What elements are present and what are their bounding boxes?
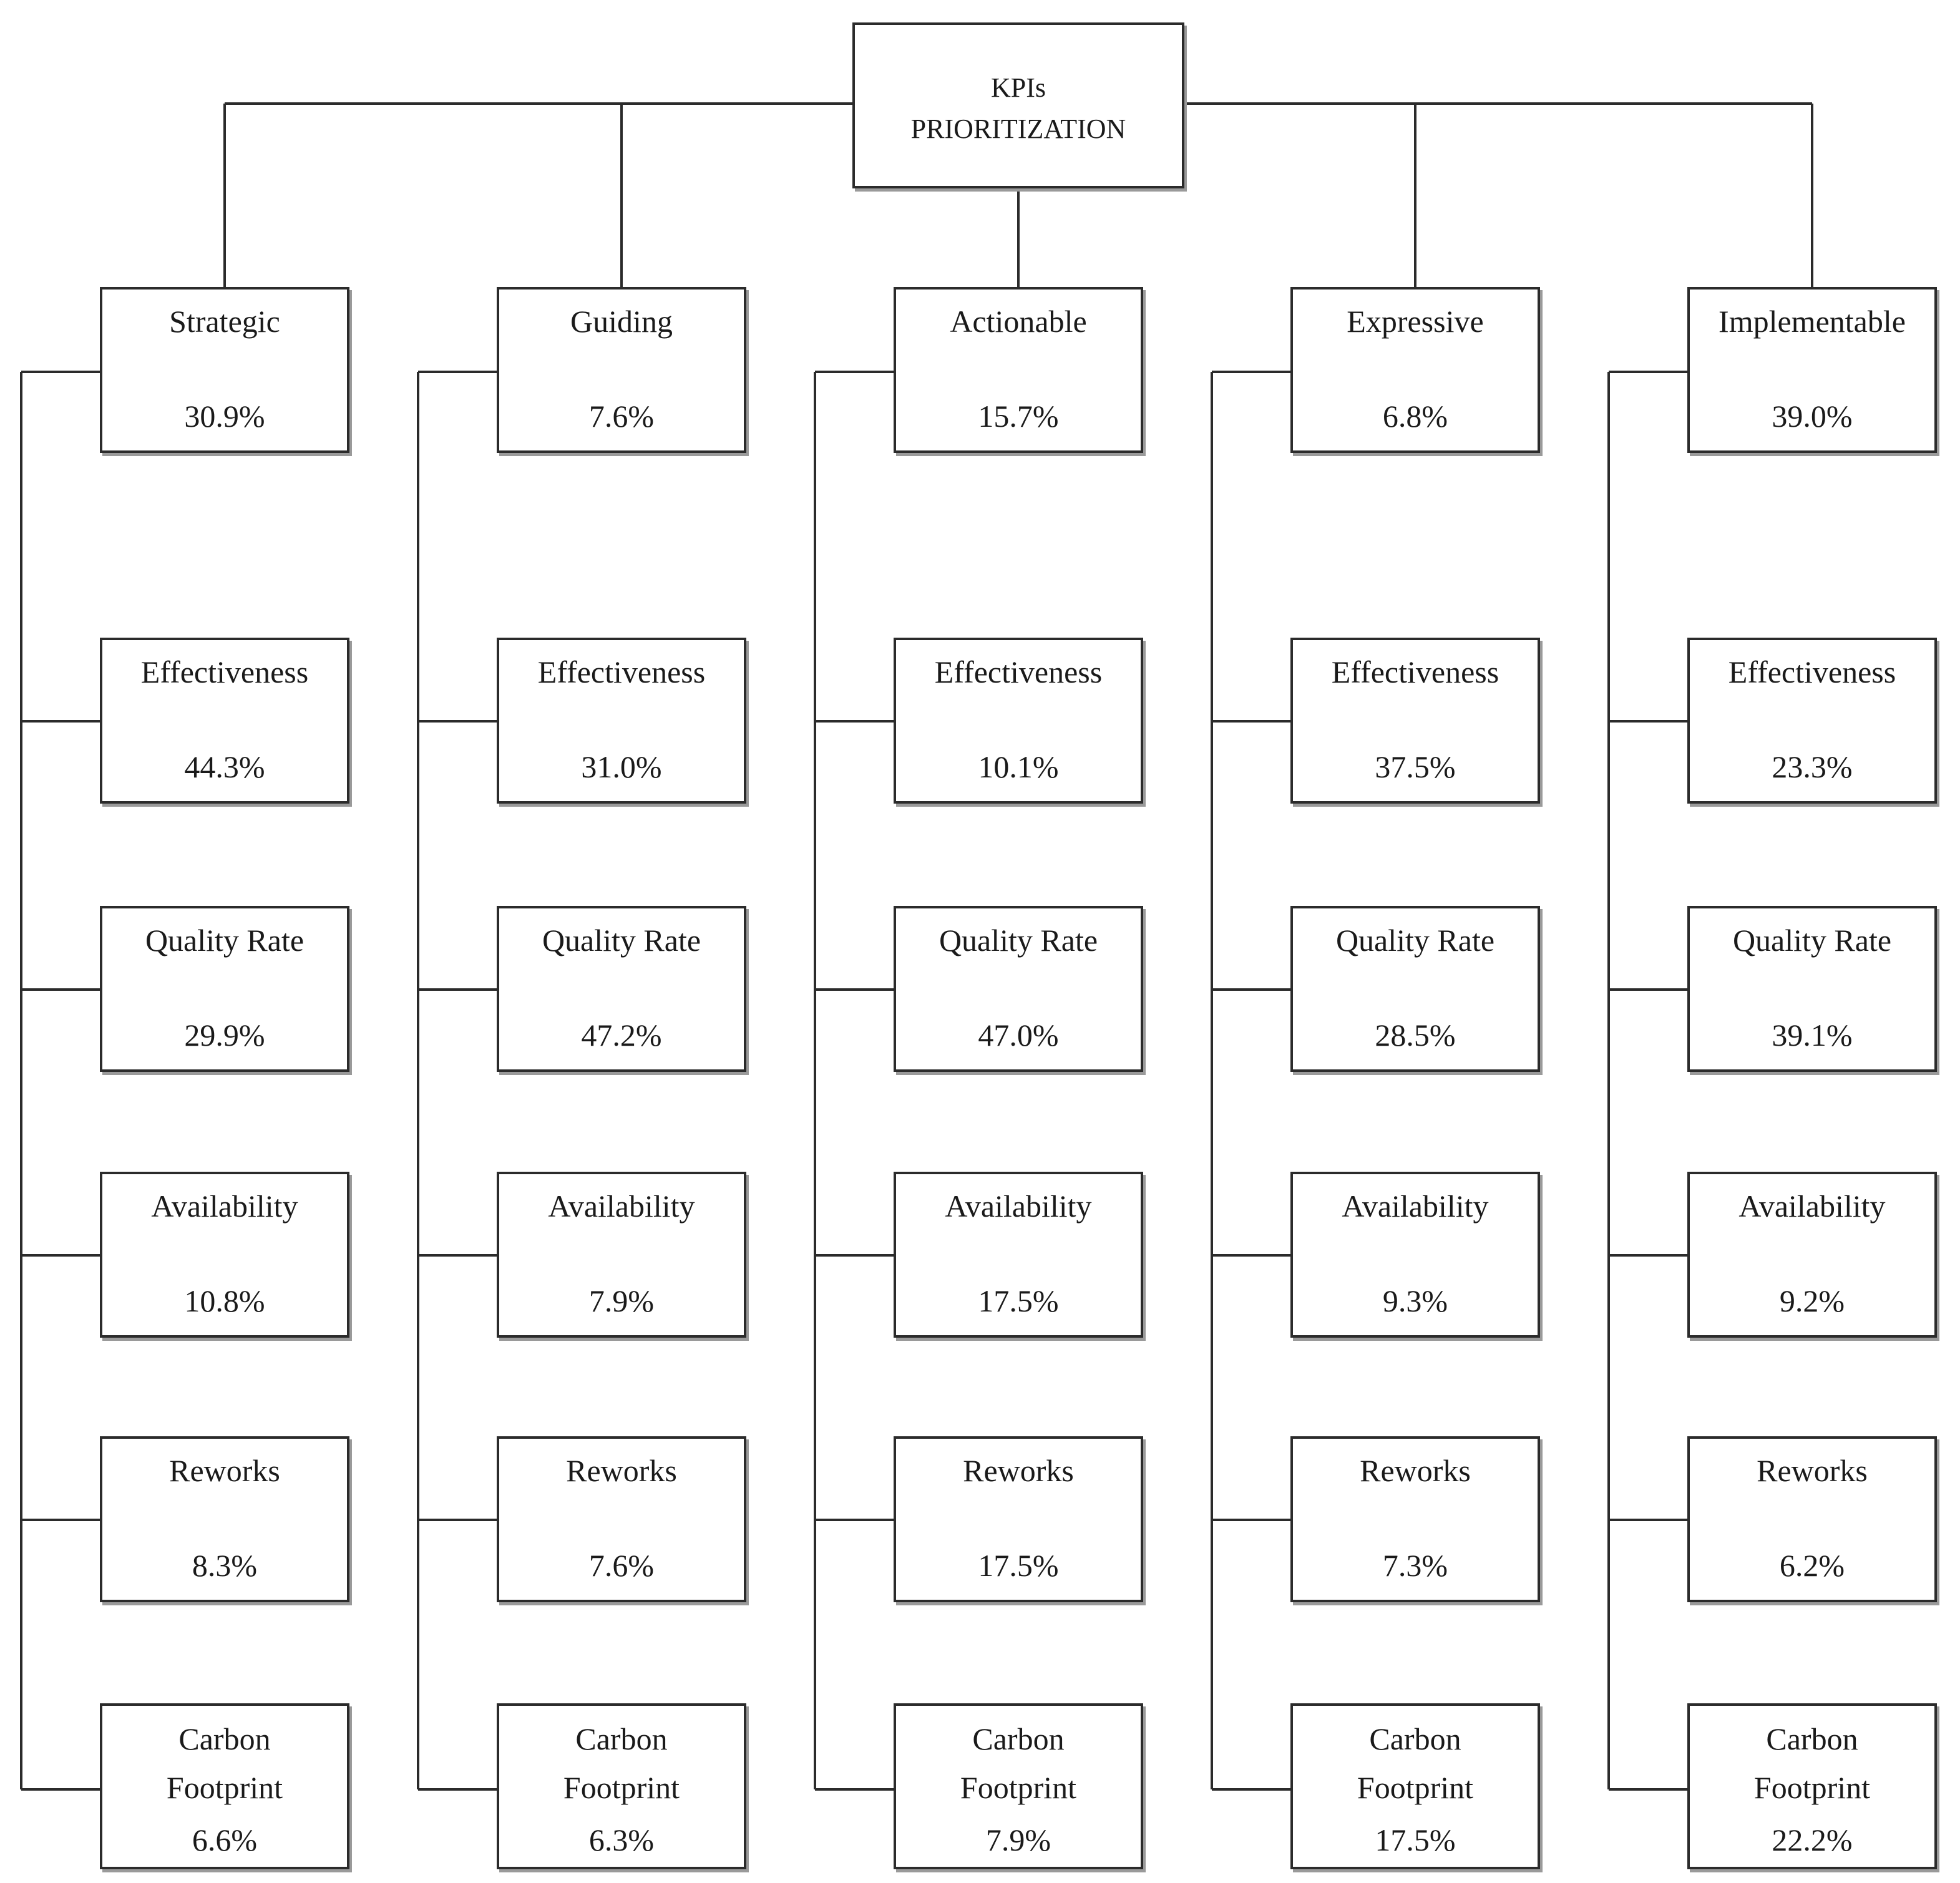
criterion-4-kpi-0-label: Effectiveness — [1728, 654, 1896, 689]
criterion-3-kpi-0-label: Effectiveness — [1331, 654, 1499, 689]
criterion-2-kpi-0-value: 10.1% — [978, 749, 1059, 784]
criterion-4-kpi-3-label: Reworks — [1757, 1453, 1868, 1488]
criterion-3-label: Expressive — [1347, 304, 1484, 339]
criterion-0-kpi-4: Carbon Footprint 6.6% — [100, 1703, 349, 1869]
criterion-0-kpi-4-label: Carbon Footprint — [166, 1721, 283, 1805]
criterion-0-value: 30.9% — [184, 399, 265, 434]
criterion-0-label: Strategic — [169, 304, 280, 339]
criterion-2-kpi-4-value: 7.9% — [985, 1822, 1051, 1857]
criterion-1-kpi-1-label: Quality Rate — [542, 923, 701, 958]
criterion-0-kpi-3: Reworks 8.3% — [100, 1436, 349, 1602]
criterion-1-kpi-2-label: Availability — [548, 1189, 695, 1224]
criterion-4-kpi-2-value: 9.2% — [1779, 1283, 1845, 1318]
criterion-3-kpi-1-value: 28.5% — [1375, 1018, 1456, 1053]
criterion-0-kpi-0-label: Effectiveness — [140, 654, 309, 689]
criterion-3-kpi-2-label: Availability — [1342, 1189, 1489, 1224]
criterion-2-kpi-3: Reworks 17.5% — [894, 1436, 1143, 1602]
criterion-3-kpi-0: Effectiveness 37.5% — [1290, 638, 1540, 804]
criterion-2-kpi-2: Availability 17.5% — [894, 1172, 1143, 1338]
criterion-0-kpi-3-value: 8.3% — [192, 1548, 258, 1583]
criterion-2-kpi-3-label: Reworks — [963, 1453, 1074, 1488]
criterion-3-kpi-3: Reworks 7.3% — [1290, 1436, 1540, 1602]
criterion-1-kpi-0-value: 31.0% — [581, 749, 662, 784]
criterion-3-kpi-3-label: Reworks — [1360, 1453, 1471, 1488]
criterion-0-kpi-3-label: Reworks — [169, 1453, 280, 1488]
criterion-1-kpi-1-value: 47.2% — [581, 1018, 662, 1053]
criterion-2: Actionable 15.7% — [894, 287, 1143, 453]
criterion-4-kpi-1-value: 39.1% — [1772, 1018, 1853, 1053]
criterion-2-kpi-1: Quality Rate 47.0% — [894, 906, 1143, 1072]
criterion-3: Expressive 6.8% — [1290, 287, 1540, 453]
criterion-1: Guiding 7.6% — [497, 287, 746, 453]
criterion-1-label: Guiding — [570, 304, 673, 339]
criterion-1-kpi-0: Effectiveness 31.0% — [497, 638, 746, 804]
criterion-0-kpi-1: Quality Rate 29.9% — [100, 906, 349, 1072]
criterion-3-kpi-1: Quality Rate 28.5% — [1290, 906, 1540, 1072]
criterion-0-kpi-1-value: 29.9% — [184, 1018, 265, 1053]
criterion-2-kpi-0-label: Effectiveness — [934, 654, 1103, 689]
criterion-4-kpi-1: Quality Rate 39.1% — [1687, 906, 1937, 1072]
criterion-1-kpi-2-value: 7.9% — [588, 1283, 655, 1318]
criterion-1-kpi-4: Carbon Footprint 6.3% — [497, 1703, 746, 1869]
criterion-3-kpi-1-label: Quality Rate — [1335, 923, 1495, 958]
criterion-3-kpi-0-value: 37.5% — [1375, 749, 1456, 784]
criterion-1-kpi-4-value: 6.3% — [588, 1822, 655, 1857]
criterion-0-kpi-0-value: 44.3% — [184, 749, 265, 784]
criterion-3-kpi-4-value: 17.5% — [1375, 1822, 1456, 1857]
criterion-1-kpi-3-label: Reworks — [566, 1453, 677, 1488]
criterion-4-kpi-4-value: 22.2% — [1772, 1822, 1853, 1857]
criterion-2-kpi-1-value: 47.0% — [978, 1018, 1059, 1053]
criterion-4: Implementable 39.0% — [1687, 287, 1937, 453]
criterion-1-kpi-0-label: Effectiveness — [537, 654, 706, 689]
criterion-2-kpi-1-label: Quality Rate — [939, 923, 1098, 958]
criterion-4-kpi-3: Reworks 6.2% — [1687, 1436, 1937, 1602]
criterion-3-kpi-4: Carbon Footprint 17.5% — [1290, 1703, 1540, 1869]
criterion-1-kpi-4-label: Carbon Footprint — [563, 1721, 680, 1805]
criterion-4-kpi-0: Effectiveness 23.3% — [1687, 638, 1937, 804]
criterion-0-kpi-0: Effectiveness 44.3% — [100, 638, 349, 804]
root-node: KPIs PRIORITIZATION — [852, 22, 1184, 188]
criterion-0-kpi-1-label: Quality Rate — [145, 923, 305, 958]
criterion-2-kpi-4: Carbon Footprint 7.9% — [894, 1703, 1143, 1869]
criterion-2-kpi-0: Effectiveness 10.1% — [894, 638, 1143, 804]
criterion-3-kpi-2: Availability 9.3% — [1290, 1172, 1540, 1338]
criterion-4-kpi-2: Availability 9.2% — [1687, 1172, 1937, 1338]
criterion-1-value: 7.6% — [588, 399, 655, 434]
criterion-3-kpi-2-value: 9.3% — [1382, 1283, 1448, 1318]
criterion-1-kpi-1: Quality Rate 47.2% — [497, 906, 746, 1072]
criterion-4-kpi-0-value: 23.3% — [1772, 749, 1853, 784]
criterion-0-kpi-2-value: 10.8% — [184, 1283, 265, 1318]
criterion-0-kpi-2-label: Availability — [151, 1189, 298, 1224]
criterion-2-kpi-4-label: Carbon Footprint — [960, 1721, 1077, 1805]
criterion-4-label: Implementable — [1719, 304, 1906, 339]
criterion-4-kpi-4-label: Carbon Footprint — [1753, 1721, 1871, 1805]
criterion-4-value: 39.0% — [1772, 399, 1853, 434]
criterion-1-kpi-3-value: 7.6% — [588, 1548, 655, 1583]
criterion-4-kpi-4: Carbon Footprint 22.2% — [1687, 1703, 1937, 1869]
criterion-0: Strategic 30.9% — [100, 287, 349, 453]
criterion-4-kpi-3-value: 6.2% — [1779, 1548, 1845, 1583]
criterion-3-value: 6.8% — [1382, 399, 1448, 434]
criterion-2-kpi-3-value: 17.5% — [978, 1548, 1059, 1583]
criterion-1-kpi-2: Availability 7.9% — [497, 1172, 746, 1338]
root-label: KPIs PRIORITIZATION — [910, 72, 1126, 144]
criterion-0-kpi-4-value: 6.6% — [192, 1822, 258, 1857]
criterion-0-kpi-2: Availability 10.8% — [100, 1172, 349, 1338]
criterion-2-kpi-2-label: Availability — [945, 1189, 1092, 1224]
criterion-2-value: 15.7% — [978, 399, 1059, 434]
criterion-4-kpi-1-label: Quality Rate — [1732, 923, 1892, 958]
criterion-2-kpi-2-value: 17.5% — [978, 1283, 1059, 1318]
criterion-1-kpi-3: Reworks 7.6% — [497, 1436, 746, 1602]
criterion-2-label: Actionable — [950, 304, 1087, 339]
criterion-3-kpi-4-label: Carbon Footprint — [1357, 1721, 1474, 1805]
criterion-3-kpi-3-value: 7.3% — [1382, 1548, 1448, 1583]
criterion-4-kpi-2-label: Availability — [1738, 1189, 1886, 1224]
